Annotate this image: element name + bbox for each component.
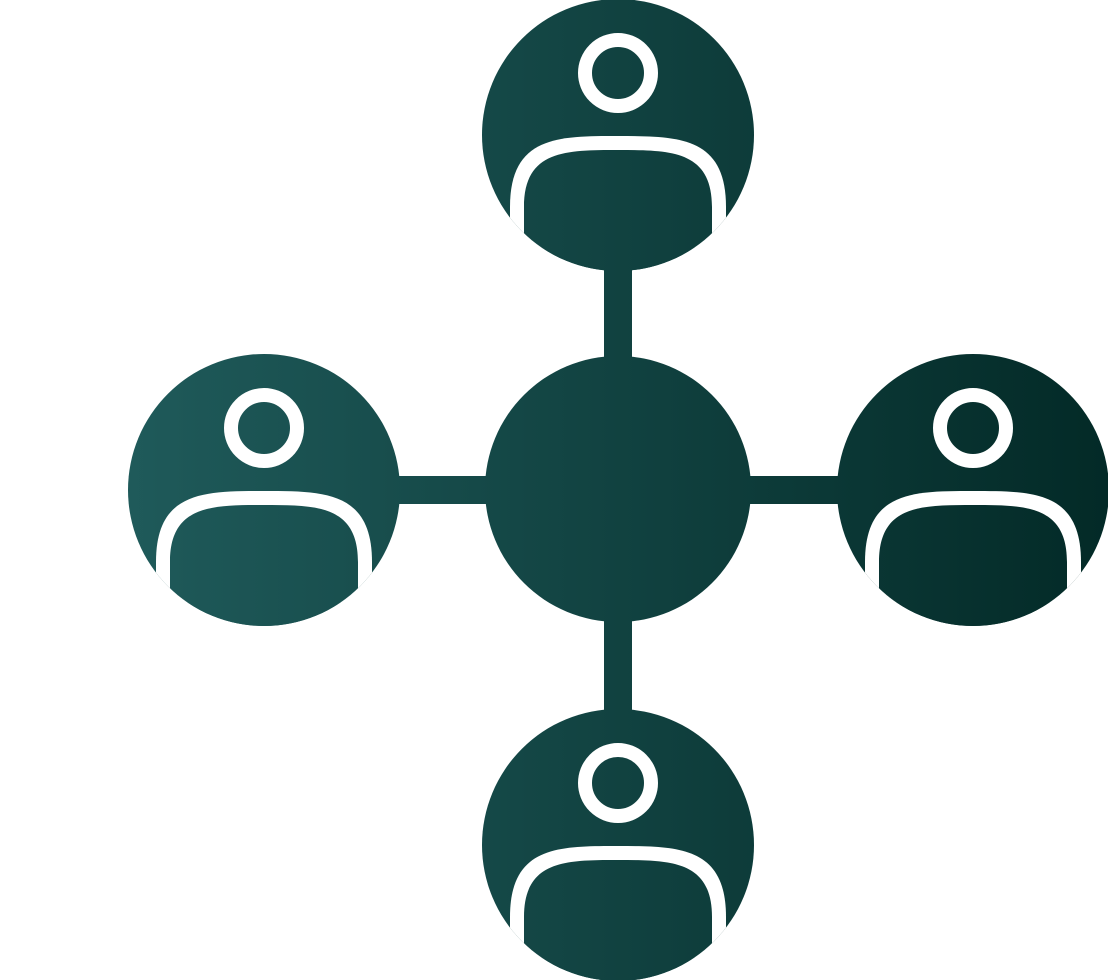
connector-bottom <box>604 614 632 718</box>
person-body <box>524 860 712 980</box>
connector-lines <box>392 262 844 718</box>
connector-top <box>604 262 632 364</box>
center-hub <box>485 356 751 622</box>
person-head <box>933 388 1013 468</box>
person-head <box>578 743 658 823</box>
connector-left <box>392 476 492 504</box>
person-head <box>578 33 658 113</box>
person-nodes <box>128 0 1108 980</box>
person-head <box>224 388 304 468</box>
connector-right <box>744 476 844 504</box>
person-node-right <box>837 354 1108 626</box>
person-body <box>879 505 1067 626</box>
person-body <box>524 150 712 271</box>
person-body <box>170 505 358 626</box>
person-node-left <box>128 354 400 626</box>
person-node-top <box>482 0 754 271</box>
person-node-bottom <box>482 709 754 980</box>
